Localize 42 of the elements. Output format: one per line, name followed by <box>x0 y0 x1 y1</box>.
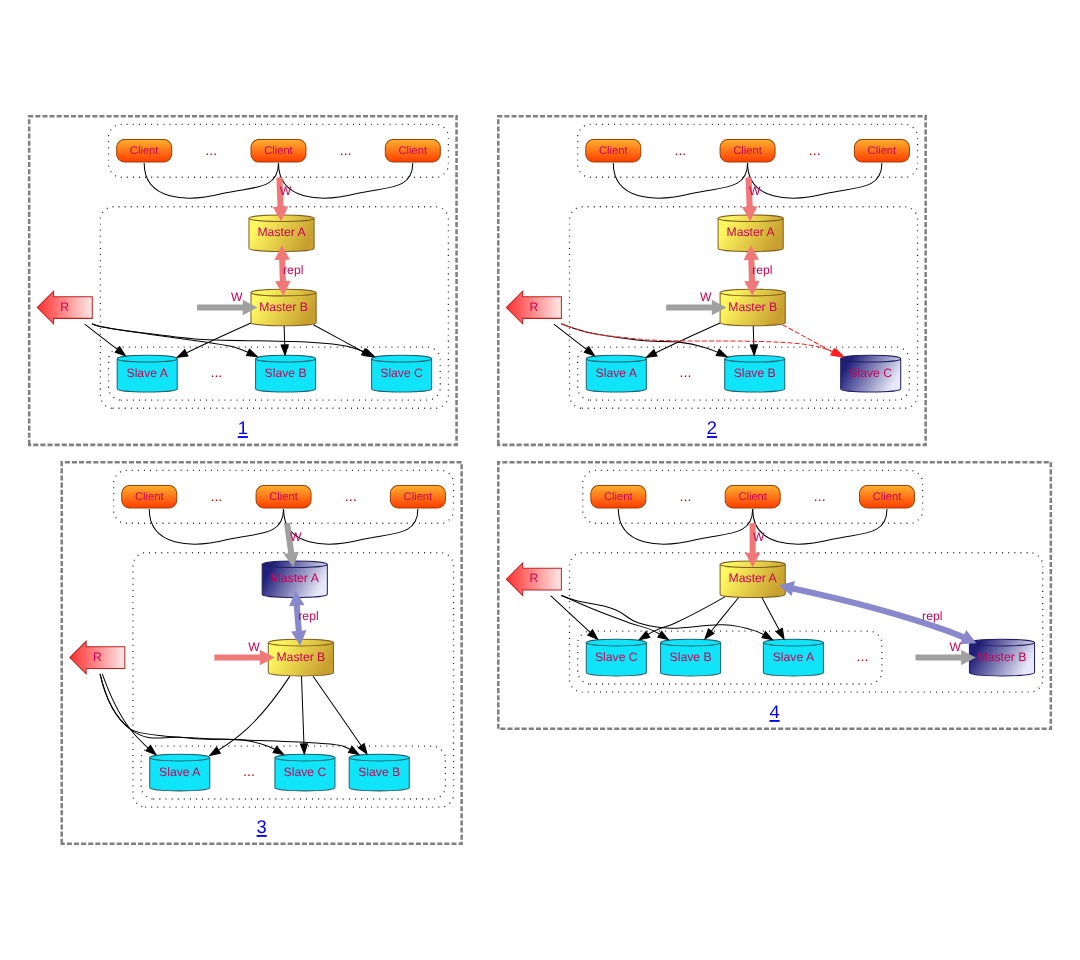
arrow <box>553 323 596 357</box>
arrow <box>283 522 299 568</box>
arrow <box>280 325 289 357</box>
arrow <box>761 597 785 641</box>
arrow <box>197 299 258 316</box>
arrow <box>561 594 670 641</box>
connector <box>143 162 279 199</box>
connector <box>277 162 414 199</box>
arrow <box>101 673 158 756</box>
connector <box>752 508 888 545</box>
arrow <box>703 597 740 641</box>
connector <box>283 508 419 545</box>
connector <box>148 508 285 545</box>
arrow <box>550 595 599 641</box>
arrow <box>741 177 758 222</box>
arrow <box>743 245 760 296</box>
arrow <box>749 325 759 357</box>
cluster <box>112 469 455 524</box>
arrow <box>666 299 727 316</box>
arrow <box>175 322 252 359</box>
arrow <box>84 323 127 357</box>
arrow <box>915 649 976 666</box>
cluster <box>582 469 924 524</box>
arrow <box>744 523 761 568</box>
connector <box>617 508 754 545</box>
arrow <box>99 673 285 756</box>
cluster <box>107 123 450 178</box>
arrow <box>299 675 309 756</box>
arrow <box>560 594 774 641</box>
arrow <box>289 591 307 646</box>
arrow <box>312 675 368 756</box>
arrow <box>638 596 726 641</box>
arrow <box>644 322 721 359</box>
arrow <box>208 675 291 757</box>
arrow <box>274 245 291 296</box>
arrow <box>99 673 361 756</box>
connector <box>612 162 749 199</box>
connector <box>747 162 883 199</box>
arrow <box>214 649 275 666</box>
arrow <box>778 580 977 645</box>
cluster <box>577 123 919 178</box>
arrow <box>272 177 289 222</box>
